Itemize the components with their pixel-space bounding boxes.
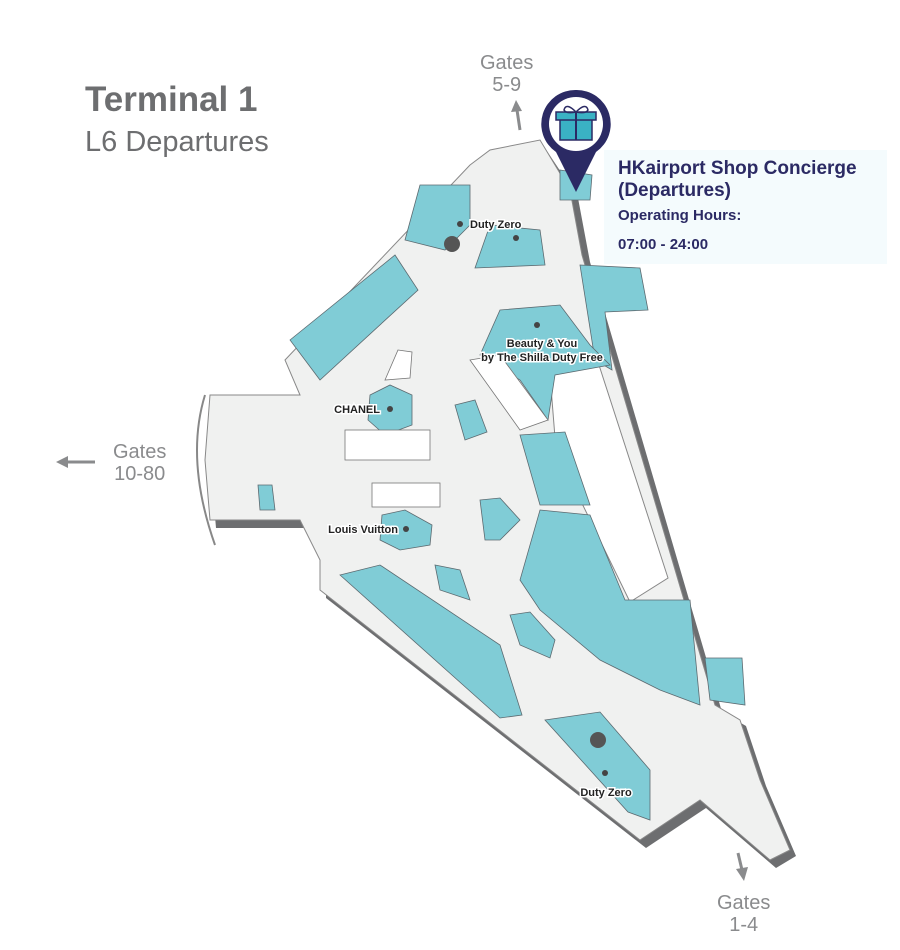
poi-info-box: HKairport Shop Concierge (Departures) Op… <box>604 150 887 264</box>
west-pier-edge <box>196 394 216 546</box>
shop-label-chanel[interactable]: CHANEL <box>333 403 382 418</box>
gate-label-line: 5-9 <box>492 74 522 96</box>
gates-5-9-label[interactable]: Gates 5-9 <box>480 52 533 96</box>
escalator-icon <box>590 732 606 748</box>
poi-name: HKairport Shop Concierge (Departures) <box>618 158 857 201</box>
gates-10-80-label[interactable]: Gates 10-80 <box>113 441 166 485</box>
shop-label-duty-zero-south[interactable]: Duty Zero <box>579 786 634 801</box>
shop-label-shilla[interactable]: by The Shilla Duty Free <box>480 351 605 366</box>
location-dots <box>387 221 608 776</box>
gate-label-line: Gates <box>717 892 771 914</box>
gate-label-line: 1-4 <box>729 914 759 936</box>
gate-label-line: Gates <box>480 52 534 74</box>
escalator-icon <box>444 236 460 252</box>
gift-pin-marker[interactable] <box>541 89 611 192</box>
shop-units <box>257 169 746 821</box>
gate-label-line: Gates <box>113 441 167 463</box>
gates-1-4-label[interactable]: Gates 1-4 <box>717 892 770 936</box>
gate-label-line: 10-80 <box>114 463 166 485</box>
arrow-icons <box>56 100 748 881</box>
level-subtitle: L6 Departures <box>85 126 269 158</box>
shop-label-louis-vuitton[interactable]: Louis Vuitton <box>327 523 400 538</box>
terminal-title: Terminal 1 <box>85 80 258 119</box>
poi-hours-label: Operating Hours: <box>618 207 742 224</box>
gift-icon <box>555 105 597 141</box>
shop-label-duty-zero-north[interactable]: Duty Zero <box>469 218 524 233</box>
poi-hours: 07:00 - 24:00 <box>618 236 709 253</box>
shop-label-beauty-you[interactable]: Beauty & You <box>505 337 579 352</box>
